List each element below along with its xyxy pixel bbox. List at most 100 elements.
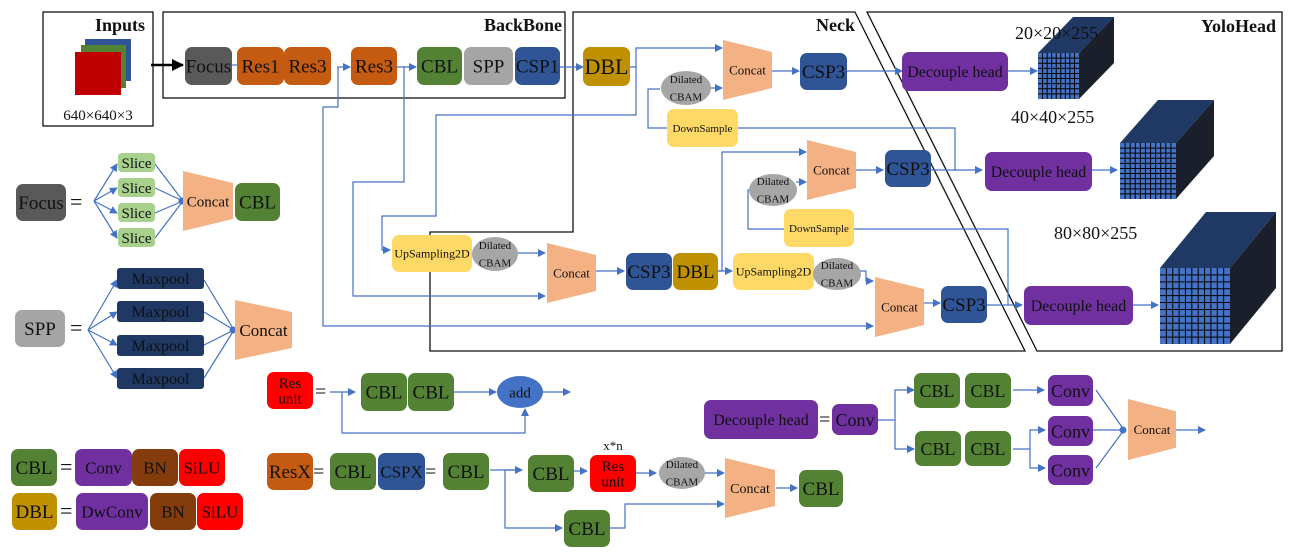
legend-cspx-resunit-label: Res xyxy=(602,459,625,475)
legend-resx: ResX xyxy=(267,453,313,490)
neck-upsampling-2-label: UpSampling2D xyxy=(736,265,812,279)
head-decouple-20-label: Decouple head xyxy=(907,64,1003,81)
legend-decouple-label: Decouple head xyxy=(713,412,809,429)
legend-decouple-conv-2-label: Conv xyxy=(1051,421,1090,441)
legend-cspx-concat: Concat xyxy=(725,458,775,518)
legend-add: add xyxy=(497,376,543,408)
legend-resunit-cbl-1: CBL xyxy=(361,373,407,411)
neck-cbam-2-label: Dilated xyxy=(821,260,854,272)
neck-csp3-mid-label: CSP3 xyxy=(886,159,929,180)
neck-downsample-top: DownSample xyxy=(667,109,738,147)
head-decouple-80: Decouple head xyxy=(1024,286,1133,325)
neck-frame xyxy=(429,11,1027,352)
legend-focus: Focus xyxy=(16,184,66,221)
legend-cbl-conv: Conv xyxy=(75,449,132,486)
legend-resunit-cbl-2-label: CBL xyxy=(413,383,450,404)
neck-upsampling-1: UpSampling2D xyxy=(392,235,472,272)
legend-spp-concat: Concat xyxy=(235,300,292,360)
head-decouple-40: Decouple head xyxy=(985,152,1092,191)
legend-spp-concat-label: Concat xyxy=(239,321,287,340)
neck-csp3-1-label: CSP3 xyxy=(627,262,670,283)
neck-cbam-top-label: Dilated xyxy=(670,74,703,86)
legend-cbl-label: CBL xyxy=(16,458,53,479)
backbone-csp1-label: CSP1 xyxy=(516,57,559,78)
legend-spp-label: SPP xyxy=(24,319,56,340)
legend-dbl-label: DBL xyxy=(16,502,54,523)
legend-cspx-cbl-2: CBL xyxy=(528,455,574,492)
legend-cbl-bn-label: BN xyxy=(143,458,167,477)
legend-maxpool-1: Maxpool xyxy=(117,268,204,289)
legend-decouple-cbl-4: CBL xyxy=(965,431,1011,466)
backbone-cbl-label: CBL xyxy=(421,57,458,78)
neck-cbam-top-label: CBAM xyxy=(670,92,703,104)
legend-resx-label: ResX xyxy=(269,462,312,483)
backbone-csp1: CSP1 xyxy=(515,47,560,85)
legend-resunit-label: Res xyxy=(279,376,302,392)
legend-focus-cbl: CBL xyxy=(235,183,280,221)
legend-resunit-cbl-2: CBL xyxy=(408,373,454,411)
neck-concat-top-label: Concat xyxy=(729,63,766,78)
legend-resx-cspx: CSPX xyxy=(378,453,425,490)
neck-cbam-mid-label: CBAM xyxy=(757,194,790,206)
backbone-title: BackBone xyxy=(484,15,562,35)
legend-decouple-cbl-1: CBL xyxy=(914,373,960,408)
output-size-40: 40×40×255 xyxy=(1011,107,1094,127)
neck-cbam-1-label: Dilated xyxy=(479,240,512,252)
legend-slice-4-label: Slice xyxy=(122,231,152,247)
output-tensor-80 xyxy=(1160,212,1276,344)
head-frame xyxy=(865,11,1283,352)
neck-upsampling-1-label: UpSampling2D xyxy=(394,247,470,261)
legend-focus-cbl-label: CBL xyxy=(239,193,276,214)
neck-upsampling-2: UpSampling2D xyxy=(733,253,814,290)
legend-decouple-conv-3: Conv xyxy=(1048,455,1093,485)
neck-csp3-top: CSP3 xyxy=(800,53,847,90)
backbone-spp: SPP xyxy=(464,47,513,85)
legend-decouple-conv-2: Conv xyxy=(1048,416,1093,446)
legend-spp-equals: = xyxy=(70,315,82,340)
legend-cspx-cbam-label: Dilated xyxy=(666,459,699,471)
output-tensor-20 xyxy=(1038,17,1114,99)
legend-cspx-cbl-1-label: CBL xyxy=(448,462,485,483)
legend-decouple-cbl-3: CBL xyxy=(915,431,961,466)
backbone-res3-b: Res3 xyxy=(351,47,397,85)
legend-cspx-equals: = xyxy=(425,461,436,483)
backbone-res1-label: Res1 xyxy=(242,57,280,78)
backbone-res1: Res1 xyxy=(237,47,284,85)
neck-concat-bottom-label: Concat xyxy=(881,300,918,315)
legend-cspx-cbl-3-label: CBL xyxy=(569,519,606,540)
legend-decouple-conv-label: Conv xyxy=(835,410,874,430)
legend-decouple-conv-1-label: Conv xyxy=(1051,381,1090,401)
legend-add-label: add xyxy=(509,385,531,401)
neck-concat-1: Concat xyxy=(547,243,596,303)
legend-decouple-cbl-3-label: CBL xyxy=(920,439,955,459)
legend-resunit-cbl-1-label: CBL xyxy=(366,383,403,404)
legend-resunit-equals: = xyxy=(315,381,326,403)
legend-slice-3-label: Slice xyxy=(122,206,152,222)
legend-dbl: DBL xyxy=(12,493,57,530)
head-decouple-20: Decouple head xyxy=(902,52,1008,91)
legend-maxpool-3: Maxpool xyxy=(117,335,204,356)
legend-dbl-equals: = xyxy=(60,498,72,523)
backbone-frame xyxy=(162,11,566,99)
inputs-frame xyxy=(42,11,154,127)
output-size-20: 20×20×255 xyxy=(1015,23,1098,43)
legend-dbl-silu: SiLU xyxy=(197,493,243,530)
legend-cbl-silu: SiLU xyxy=(179,449,225,486)
neck-title: Neck xyxy=(816,15,855,35)
neck-concat-mid: Concat xyxy=(807,140,856,200)
neck-concat-1-label: Concat xyxy=(553,266,590,281)
backbone-spp-label: SPP xyxy=(473,57,505,78)
legend-resx-cspx-label: CSPX xyxy=(380,462,423,481)
legend-spp: SPP xyxy=(15,310,65,347)
legend-cspx-resunit-label: unit xyxy=(601,475,625,491)
backbone-res3-a-label: Res3 xyxy=(289,57,327,78)
legend-dbl-dwconv: DwConv xyxy=(76,493,148,530)
